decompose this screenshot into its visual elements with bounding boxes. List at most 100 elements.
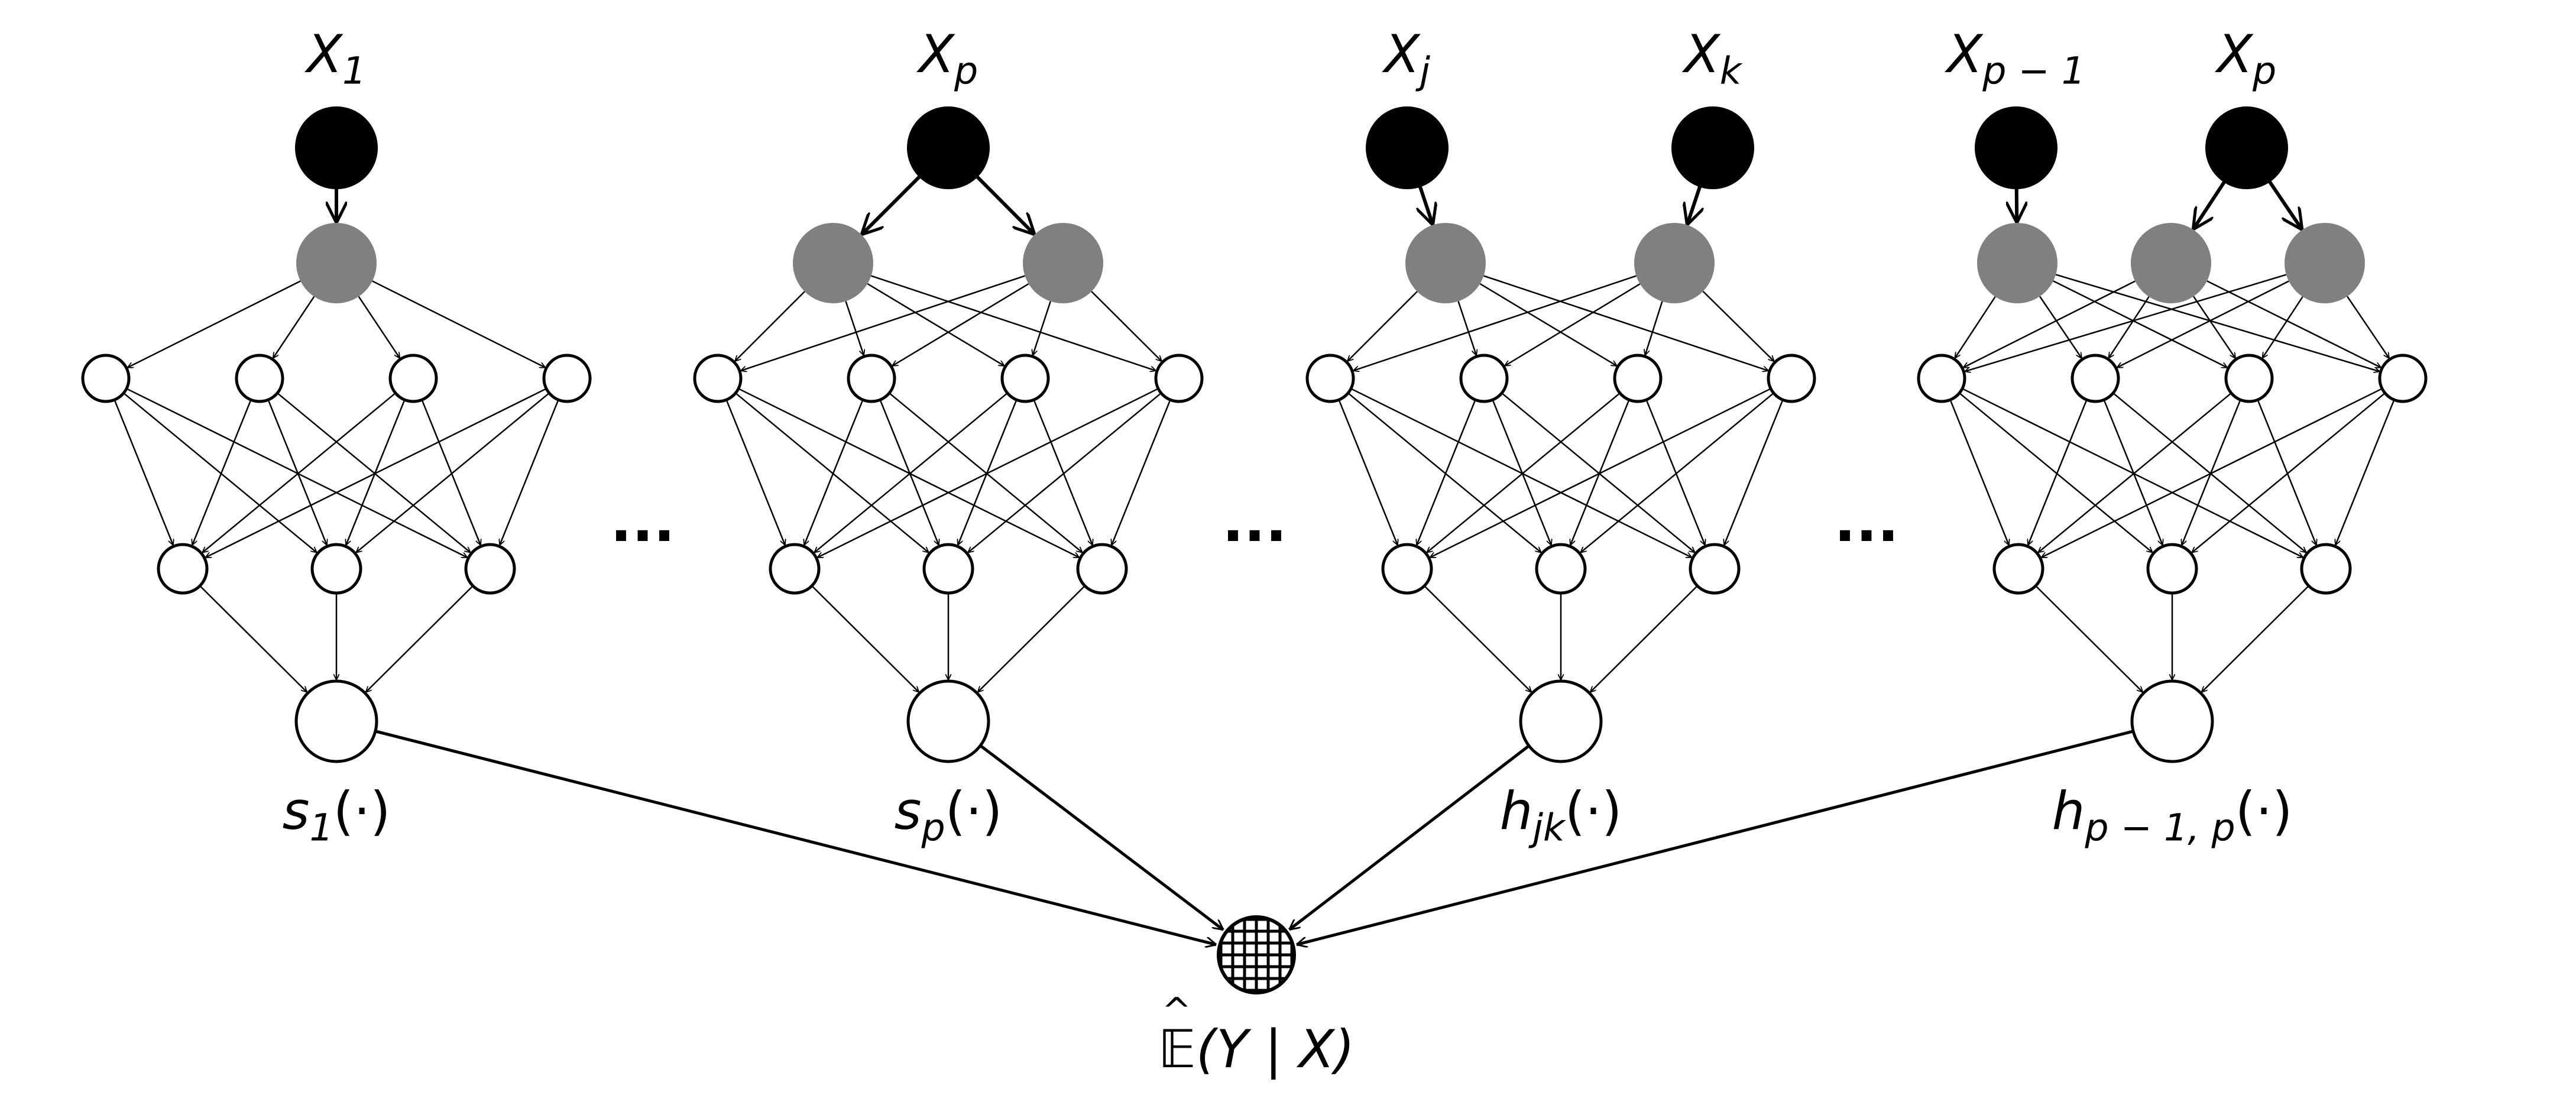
hidden1-node-s1-0 [81,354,131,403]
edge-h1-h2-hp1p [2028,399,2088,545]
edge-h1-h2-s1 [126,388,468,559]
edge-h1-h2-hp1p [2182,399,2241,545]
edge-emb-h1-hp1p [1963,280,2136,368]
output-label-hjk-base: h [1500,780,1533,841]
connections [114,174,2395,945]
edge-h2-out-s1 [199,585,307,692]
input-label-hp1p-1: Xp [2215,24,2277,92]
edge-emb-h1-hjk [1645,301,1663,355]
hidden2-node-hp1p-2 [2300,543,2352,595]
hidden1-node-sp-1 [847,354,896,403]
edge-emb-h1-hp1p [2117,280,2289,368]
edge-h1-h2-s1 [114,399,173,545]
edge-h2-out-hjk [1590,585,1698,692]
output-node-sp [906,679,990,763]
output-label-s1-base: s [283,780,310,841]
edge-h1-h2-hjk [1501,392,1695,553]
edge-h1-h2-sp [818,388,1159,559]
edge-emb-h1-hp1p [2347,296,2389,358]
edge-h1-h2-hjk [1570,399,1630,545]
edge-emb-h1-sp [845,301,864,356]
hidden1-node-hjk-3 [1767,354,1816,403]
input-node-hp1p-0 [1975,106,2057,189]
edge-emb-h1-hp1p [1965,274,2287,372]
ellipsis-2: ... [1834,488,1898,555]
hidden1-node-hp1p-2 [2224,354,2274,403]
embedding-node-hp1p-1 [2131,223,2211,303]
output-label-sp: sp(·) [895,780,1003,849]
output-to-aggregator-hp1p [1297,730,2134,945]
edge-emb-h1-hp1p [2039,296,2082,358]
input-label-sp-0: Xp [916,24,978,92]
edge-h1-h2-hp1p [2112,392,2306,553]
hidden2-node-sp-2 [1076,543,1128,595]
hidden2-node-hjk-1 [1535,543,1587,595]
hidden2-node-hp1p-1 [2146,543,2198,595]
hidden1-node-hp1p-3 [2378,354,2428,403]
embedding-node-s1-0 [296,223,377,303]
edge-emb-h1-sp [735,291,805,361]
hidden1-node-sp-2 [1000,354,1050,403]
edge-h1-h2-sp [1033,399,1093,545]
edge-h1-h2-sp [725,399,785,545]
edge-emb-h1-hjk [1347,291,1418,361]
edge-h1-h2-s1 [192,399,252,545]
edge-h2-out-hp1p [2202,585,2309,692]
input-label-hjk-0-base: X [1382,24,1421,85]
edge-h1-h2-hp1p [1949,399,2009,545]
edge-emb-h1-hjk [1457,301,1477,356]
input-label-sp-0-base: X [916,24,955,85]
input-label-sp-0-subscript: p [954,48,978,92]
input-label-s1-0-base: X [304,24,344,85]
hidden2-node-s1-0 [157,543,209,595]
output-label-hp1p: hp − 1, p(·) [2052,780,2293,849]
ellipsis-0: ... [610,488,675,555]
edge-emb-h1-hp1p [2108,296,2150,358]
aggregator-label-symbol: 𝔼 [1158,1019,1196,1080]
hidden2-node-sp-0 [769,543,821,595]
aggregator-grid [1219,917,1294,993]
edge-h1-h2-hjk [1338,399,1398,545]
edge-h1-h2-hjk [1430,388,1771,559]
edge-h1-h2-sp [738,388,1080,559]
output-to-aggregator-sp [979,744,1223,931]
hidden1-node-s1-3 [542,354,592,403]
grid-aggregator-icon [1217,915,1296,994]
output-to-aggregator-hjk [1289,744,1530,931]
output-to-aggregator-s1 [375,730,1216,945]
output-label-hjk: hjk(·) [1500,780,1622,849]
input-label-hp1p-1-base: X [2215,24,2254,85]
input-arrow-sp-0-1 [975,175,1035,235]
output-label-sp-suffix: (·) [945,780,1003,841]
input-node-hjk-0 [1366,106,1449,189]
output-label-s1: s1(·) [283,780,391,849]
hidden2-node-hp1p-0 [1992,543,2044,595]
edge-h1-h2-s1 [206,388,547,559]
edge-h1-h2-s1 [202,392,396,553]
aggregator-label: 𝔼(Y | X) [1158,1019,1355,1080]
edge-h1-h2-hjk [1417,399,1476,545]
hidden2-node-sp-1 [922,543,974,595]
edge-h1-h2-sp [879,399,939,545]
hidden1-node-hjk-1 [1459,354,1509,403]
input-label-hp1p-0: Xp − 1 [1945,24,2085,92]
edge-h1-h2-hp1p [2038,392,2232,553]
output-label-sp-base: s [895,780,922,841]
input-node-hp1p-1 [2205,106,2288,189]
aggregator-label-hat: ^ [1162,990,1191,1032]
input-label-s1-0-subscript: 1 [342,48,366,92]
embedding-node-sp-0 [793,223,873,303]
edge-h1-h2-hjk [1492,399,1551,545]
edge-h1-h2-hp1p [2335,399,2395,545]
hidden1-node-hjk-2 [1613,354,1663,403]
edge-h1-h2-sp [804,399,864,545]
hidden1-node-sp-0 [693,354,743,403]
edge-emb-h1-hp1p [2262,296,2303,358]
edge-emb-h1-hjk [1479,283,1617,367]
output-node-hjk [1519,679,1603,763]
embedding-node-hp1p-0 [1977,223,2057,303]
nodes [81,106,2428,994]
output-label-s1-suffix: (·) [333,780,391,841]
output-label-hp1p-suffix: (·) [2235,780,2293,841]
